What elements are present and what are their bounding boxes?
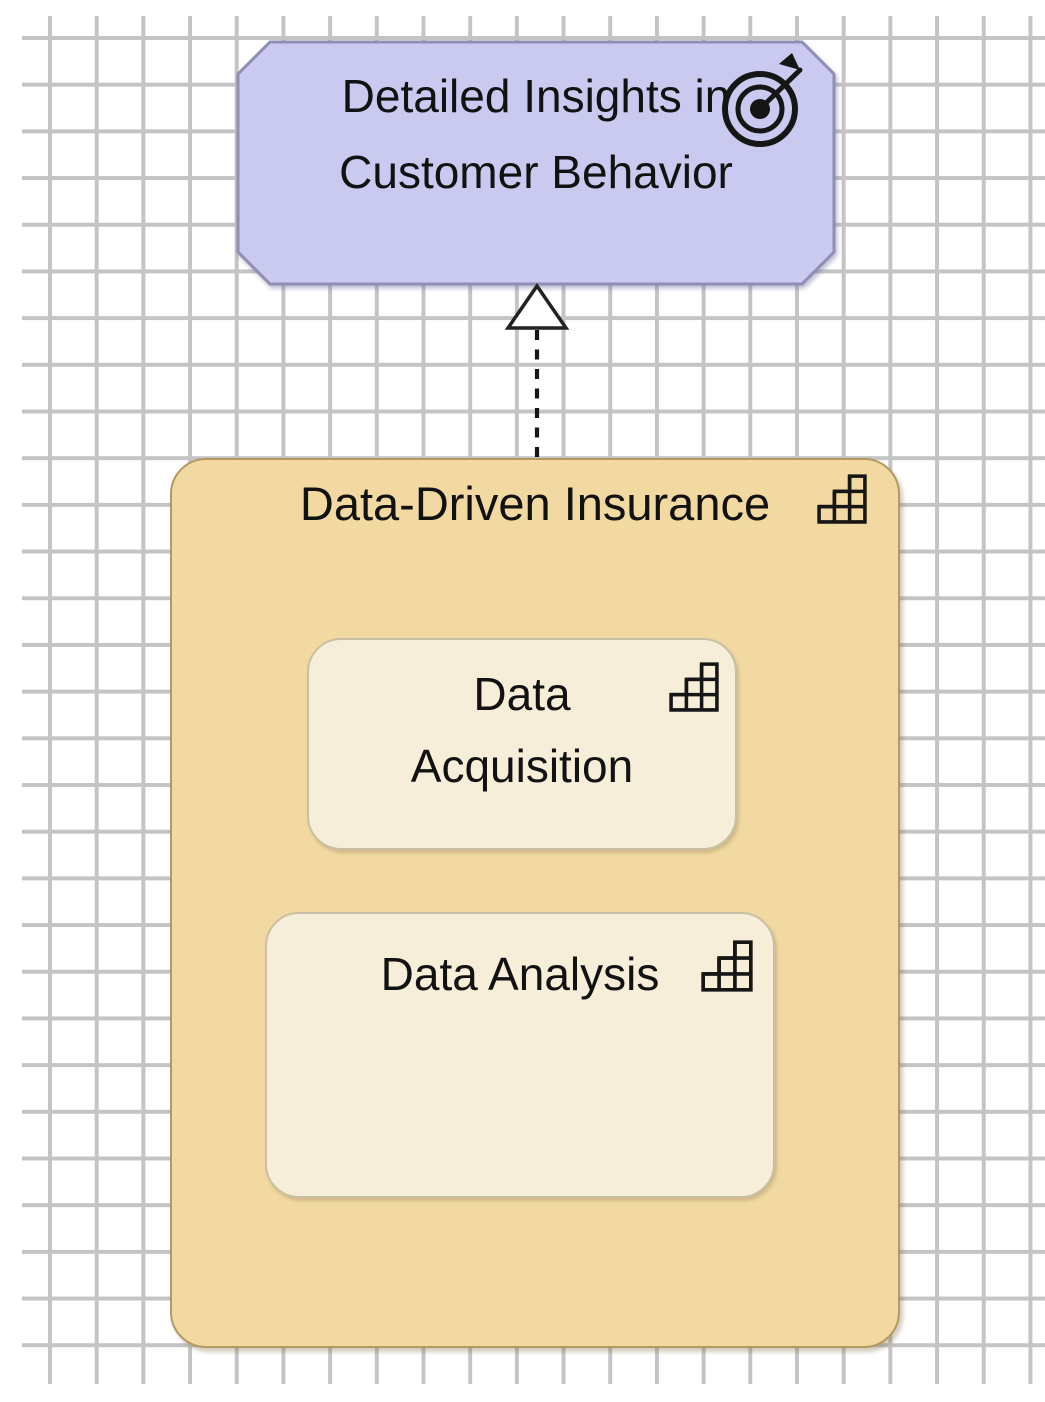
capability-label: Data-Driven Insurance (299, 477, 771, 530)
data-analysis-label: Data Analysis (380, 948, 660, 1000)
capability-icon (817, 474, 867, 524)
goal-label: Detailed Insights in Customer Behavior (339, 70, 733, 198)
data-acquisition-label: Data Acquisition (410, 668, 634, 792)
capability-data-analysis[interactable]: Data Analysis (265, 912, 775, 1198)
realization-arrow[interactable] (499, 282, 575, 459)
capability-data-acquisition[interactable]: Data Acquisition (307, 638, 737, 850)
capability-icon (701, 940, 753, 992)
capability-icon (669, 662, 719, 712)
goal-shape[interactable] (236, 40, 836, 286)
goal-target-icon (722, 53, 803, 147)
capability-data-driven-insurance[interactable]: Data-Driven Insurance Data Acquisition D… (170, 458, 900, 1348)
